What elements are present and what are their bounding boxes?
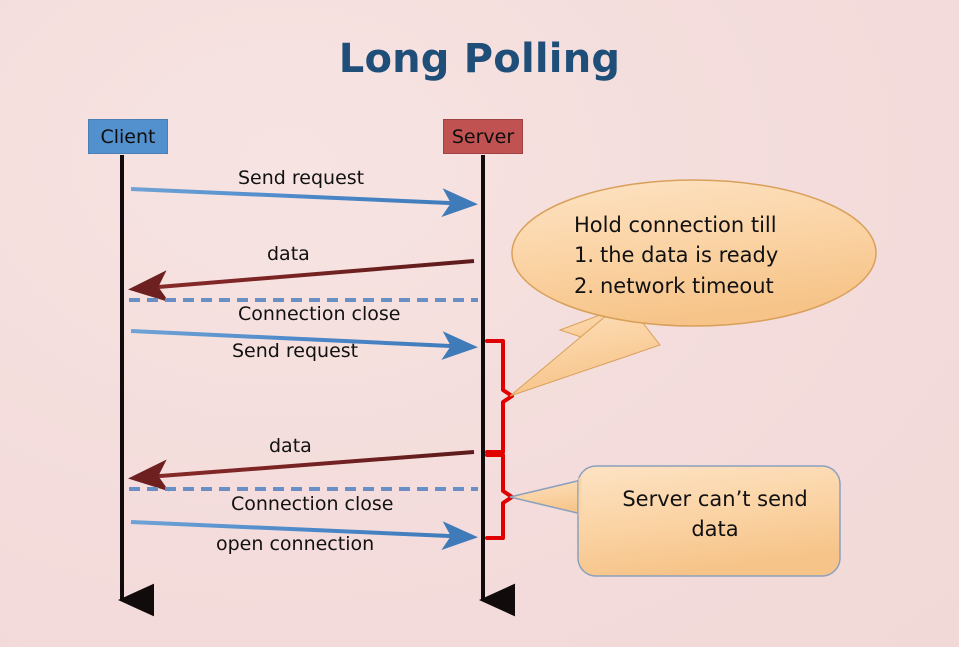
page-title: Long Polling — [338, 36, 621, 82]
message-label-send-request-2: Send request — [232, 340, 359, 362]
callout-server-cannot-send — [509, 465, 841, 577]
callout-hold-item-1: 1.the data is ready — [574, 240, 778, 270]
message-arrow-send-request-1 — [130, 187, 478, 218]
message-label-open-connection: open connection — [216, 533, 375, 555]
message-arrow-send-request-2 — [130, 329, 478, 360]
message-arrow-data-2 — [128, 450, 475, 492]
callout-hold-connection — [509, 179, 877, 397]
callout-hold-heading: Hold connection till — [574, 213, 777, 237]
callout-hold-item-1-number: 1. — [574, 243, 595, 268]
actor-box-server[interactable]: Server — [443, 119, 523, 154]
actor-box-client[interactable]: Client — [88, 119, 168, 154]
message-label-connection-close-2: Connection close — [231, 493, 394, 515]
brace-hold-connection — [485, 339, 514, 454]
message-label-connection-close-1: Connection close — [238, 303, 401, 325]
actor-label-client: Client — [100, 126, 156, 148]
message-label-data-1: data — [267, 243, 310, 265]
callout-server-cannot-send-text: Server can’t send data — [622, 487, 808, 542]
message-arrow-data-1 — [128, 259, 475, 303]
actor-label-server: Server — [451, 126, 515, 148]
callout-hold-connection-text: Hold connection till 1.the data is ready… — [574, 210, 778, 301]
message-label-send-request-1: Send request — [238, 167, 365, 189]
message-arrow-open-connection — [130, 520, 478, 551]
message-label-data-2: data — [269, 435, 312, 457]
callout-hold-item-2-number: 2. — [574, 273, 595, 298]
callout-hold-item-1-text: the data is ready — [600, 243, 779, 268]
callout-hold-item-2-text: network timeout — [600, 273, 774, 298]
callout-hold-item-2: 2.network timeout — [574, 271, 778, 301]
brace-server-cannot-send — [485, 453, 514, 540]
